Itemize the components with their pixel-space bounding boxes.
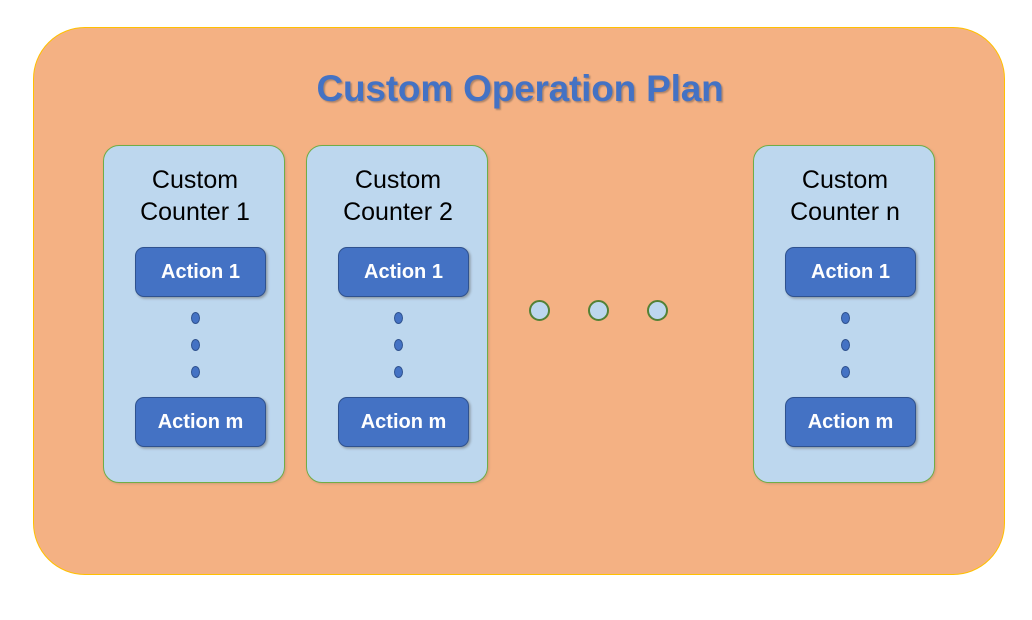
counter-card-1-action-last[interactable]: Action m	[135, 397, 266, 447]
counter-card-n-action-first[interactable]: Action 1	[785, 247, 916, 297]
counter-card-1-vertical-ellipsis-icon	[104, 312, 286, 378]
counter-card-2-vertical-ellipsis-icon	[307, 312, 489, 378]
counter-card-1-title: Custom Counter 1	[140, 166, 250, 226]
counters-row: Custom Counter 1 Action 1 Action m Custo…	[34, 28, 1006, 576]
counter-card-2-title: Custom Counter 2	[343, 166, 453, 226]
counter-card-n[interactable]: Custom Counter n Action 1 Action m	[753, 145, 935, 483]
ellipsis-circle	[647, 299, 668, 321]
ellipsis-dot	[190, 312, 200, 324]
ellipsis-dot	[190, 366, 200, 378]
ellipsis-dot	[840, 339, 850, 351]
counter-card-2-action-first[interactable]: Action 1	[338, 247, 469, 297]
ellipsis-dot	[840, 366, 850, 378]
page-title: Custom Operation Plan	[316, 68, 724, 109]
counter-card-n-action-last[interactable]: Action m	[785, 397, 916, 447]
ellipsis-dot	[190, 339, 200, 351]
custom-operation-plan-container: Custom Operation Plan Custom Counter 1 A…	[33, 27, 1005, 575]
counter-card-n-title: Custom Counter n	[790, 166, 900, 226]
counter-card-2-action-last[interactable]: Action m	[338, 397, 469, 447]
counter-card-1[interactable]: Custom Counter 1 Action 1 Action m	[103, 145, 285, 483]
ellipsis-dot	[840, 312, 850, 324]
ellipsis-circle	[529, 299, 550, 321]
counter-card-n-vertical-ellipsis-icon	[754, 312, 936, 378]
ellipsis-dot	[393, 312, 403, 324]
ellipsis-dot	[393, 366, 403, 378]
counter-card-1-action-first[interactable]: Action 1	[135, 247, 266, 297]
ellipsis-circle	[588, 299, 609, 321]
ellipsis-dot	[393, 339, 403, 351]
horizontal-ellipsis-icon	[529, 298, 689, 322]
counter-card-2[interactable]: Custom Counter 2 Action 1 Action m	[306, 145, 488, 483]
